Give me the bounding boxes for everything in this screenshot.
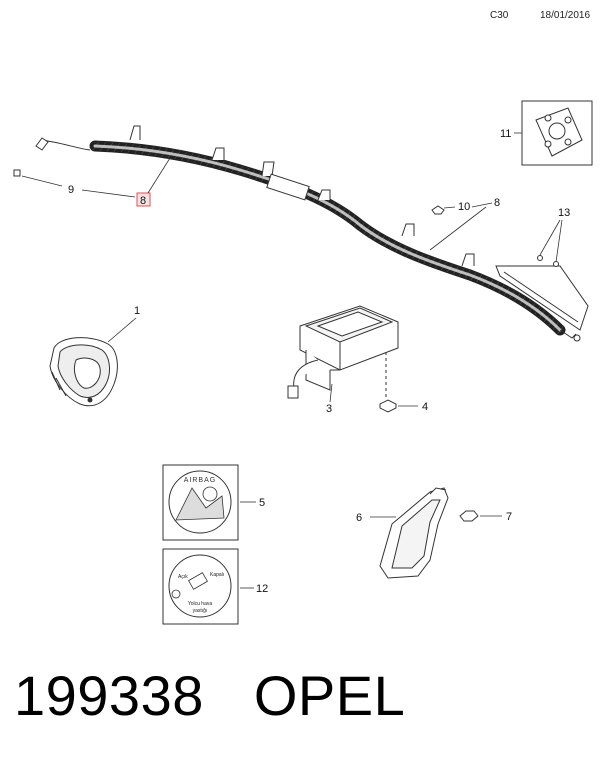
callout-7[interactable]: 7	[506, 511, 512, 523]
callout-5[interactable]: 5	[259, 497, 265, 509]
part-1-steering-airbag: 1	[49, 305, 140, 407]
callout-3[interactable]: 3	[326, 403, 332, 415]
callout-11[interactable]: 11	[500, 128, 511, 140]
curtain-airbag	[13, 125, 581, 342]
label-yolcu-1: Yolcu hava	[188, 601, 212, 607]
label-kapali: Kapalı	[210, 572, 224, 578]
part-4-bolt: 4	[379, 399, 428, 413]
callout-8-highlight-group: 8	[136, 157, 171, 207]
callout-9[interactable]: 9	[68, 184, 74, 196]
part-6-knee-airbag: 6	[356, 487, 449, 579]
callout-10[interactable]: 10	[458, 201, 470, 213]
callout-12[interactable]: 12	[256, 583, 268, 595]
part-11-washer	[535, 107, 583, 157]
part-3-passenger-airbag: 3	[287, 305, 399, 415]
brand-name: OPEL	[253, 664, 406, 727]
callout-13[interactable]: 13	[558, 207, 570, 219]
label-acik: Açık	[178, 574, 188, 580]
highlight-box	[136, 192, 151, 207]
callout-10-group: 10 8	[429, 197, 500, 251]
callout-9-group: 9	[21, 175, 136, 198]
part-number: 199338	[14, 664, 204, 727]
part-13-group: 13	[495, 207, 589, 331]
part-11-group: 11	[500, 100, 593, 166]
callout-8[interactable]: 8	[494, 197, 500, 209]
part-7-nut: 7	[459, 510, 512, 523]
callout-1[interactable]: 1	[134, 305, 140, 317]
part-5-airbag-label: AIRBAG 5	[162, 464, 265, 541]
airbag-label-text: AIRBAG	[184, 477, 216, 484]
diagram-date: 18/01/2016	[540, 10, 591, 21]
part-13-cover	[495, 255, 589, 331]
parts-diagram: 9 8 10 8 11 13	[13, 100, 593, 625]
callout-4[interactable]: 4	[422, 401, 428, 413]
callout-6[interactable]: 6	[356, 512, 362, 524]
part-12-switch-label: Açık Kapalı Yolcu hava yastığı 12	[162, 548, 268, 625]
diagram-code: C30	[490, 10, 509, 21]
label-yolcu-2: yastığı	[193, 608, 208, 614]
callout-8-highlighted[interactable]: 8	[140, 195, 146, 207]
